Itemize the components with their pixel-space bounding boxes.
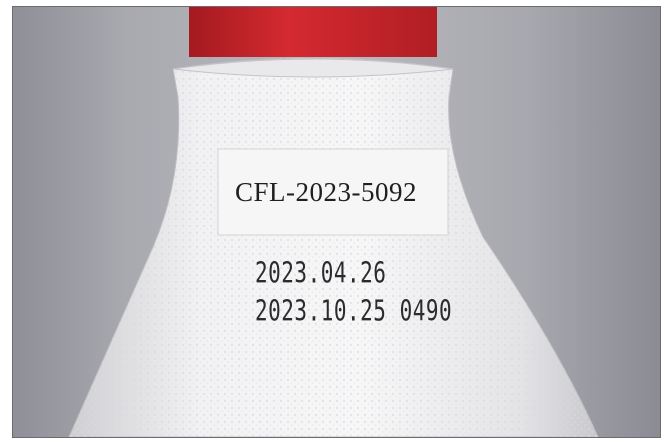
batch-code: CFL-2023-5092: [235, 177, 417, 207]
bottle-photo: CFL-2023-5092 2023.04.26 2023.10.25 0490: [12, 6, 661, 438]
production-date: 2023.04.26: [255, 257, 387, 290]
red-cap: [189, 7, 437, 57]
expiry-date-line: 2023.10.25 0490: [255, 295, 453, 328]
bottle-rim: [172, 58, 454, 78]
label-sticker: [217, 148, 449, 236]
bottle-texture: [69, 58, 598, 437]
bottle-illustration: [68, 7, 599, 437]
